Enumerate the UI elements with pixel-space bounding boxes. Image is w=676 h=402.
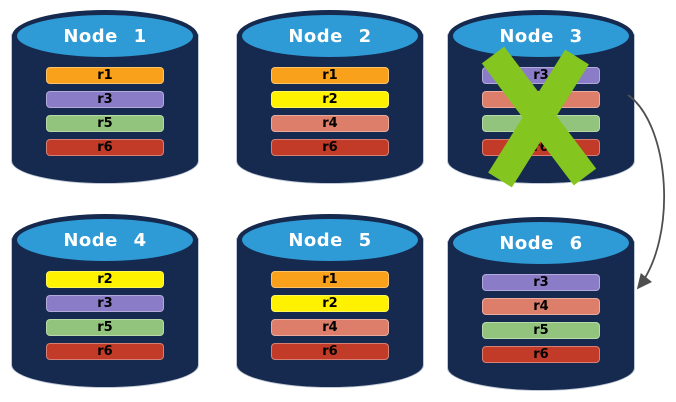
- cylinder-top: Node 4: [12, 214, 198, 266]
- replica-bar: r6: [482, 346, 600, 363]
- cylinder-top: Node 1: [12, 10, 198, 62]
- node-title: Node 1: [63, 25, 147, 47]
- replica-label: r6: [533, 347, 549, 362]
- node-title: Node 4: [63, 229, 147, 251]
- replica-list: r3 r4 r5 r6: [482, 67, 600, 156]
- replica-bar: r4: [482, 91, 600, 108]
- replica-label: r6: [97, 344, 113, 359]
- replica-bar: r2: [271, 295, 389, 312]
- replica-list: r2 r3 r5 r6: [46, 271, 164, 360]
- replica-bar: r3: [46, 91, 164, 108]
- replica-label: r3: [533, 275, 549, 290]
- replica-bar: r4: [271, 319, 389, 336]
- replica-label: r1: [97, 68, 113, 83]
- node-4-cylinder: Node 4 r2 r3 r5 r6: [12, 212, 198, 387]
- cylinder-top: Node 3: [448, 10, 634, 62]
- replica-bar: r5: [482, 322, 600, 339]
- replica-label: r3: [97, 92, 113, 107]
- replica-bar: r1: [271, 271, 389, 288]
- replica-label: r5: [97, 320, 113, 335]
- replica-label: r5: [533, 116, 549, 131]
- replica-label: r4: [322, 116, 338, 131]
- replica-bar: r4: [271, 115, 389, 132]
- replica-bar: r4: [482, 298, 600, 315]
- replica-bar: r5: [46, 319, 164, 336]
- node-3-cylinder: Node 3 r3 r4 r5 r6: [448, 8, 634, 183]
- replica-bar: r6: [46, 343, 164, 360]
- node-5-cylinder: Node 5 r1 r2 r4 r6: [237, 212, 423, 387]
- cylinder-top: Node 2: [237, 10, 423, 62]
- node-6-cylinder: Node 6 r3 r4 r5 r6: [448, 215, 634, 390]
- node-title: Node 5: [288, 229, 372, 251]
- replica-label: r6: [322, 344, 338, 359]
- replica-bar: r1: [271, 67, 389, 84]
- replica-list: r1 r2 r4 r6: [271, 271, 389, 360]
- replica-bar: r6: [46, 139, 164, 156]
- replica-label: r4: [322, 320, 338, 335]
- replica-label: r3: [97, 296, 113, 311]
- replica-label: r1: [322, 272, 338, 287]
- replica-bar: r5: [482, 115, 600, 132]
- replica-bar: r2: [271, 91, 389, 108]
- cylinder-top: Node 6: [448, 217, 634, 269]
- replica-label: r1: [322, 68, 338, 83]
- replica-label: r5: [97, 116, 113, 131]
- replica-bar: r1: [46, 67, 164, 84]
- replica-bar: r5: [46, 115, 164, 132]
- replica-bar: r6: [271, 139, 389, 156]
- replica-bar: r3: [482, 67, 600, 84]
- node-1-cylinder: Node 1 r1 r3 r5 r6: [12, 8, 198, 183]
- replica-label: r4: [533, 92, 549, 107]
- replica-label: r4: [533, 299, 549, 314]
- node-title: Node 3: [499, 25, 583, 47]
- node-2-cylinder: Node 2 r1 r2 r4 r6: [237, 8, 423, 183]
- replica-list: r3 r4 r5 r6: [482, 274, 600, 363]
- replica-label: r6: [533, 140, 549, 155]
- node-title: Node 2: [288, 25, 372, 47]
- replica-label: r2: [97, 272, 113, 287]
- replica-label: r3: [533, 68, 549, 83]
- replica-label: r2: [322, 92, 338, 107]
- replica-label: r6: [97, 140, 113, 155]
- replica-bar: r3: [46, 295, 164, 312]
- replica-list: r1 r2 r4 r6: [271, 67, 389, 156]
- replica-bar: r6: [271, 343, 389, 360]
- replica-label: r6: [322, 140, 338, 155]
- replica-list: r1 r3 r5 r6: [46, 67, 164, 156]
- replica-bar: r3: [482, 274, 600, 291]
- replica-label: r2: [322, 296, 338, 311]
- replica-bar: r6: [482, 139, 600, 156]
- cylinder-top: Node 5: [237, 214, 423, 266]
- node-title: Node 6: [499, 232, 583, 254]
- replica-bar: r2: [46, 271, 164, 288]
- replica-label: r5: [533, 323, 549, 338]
